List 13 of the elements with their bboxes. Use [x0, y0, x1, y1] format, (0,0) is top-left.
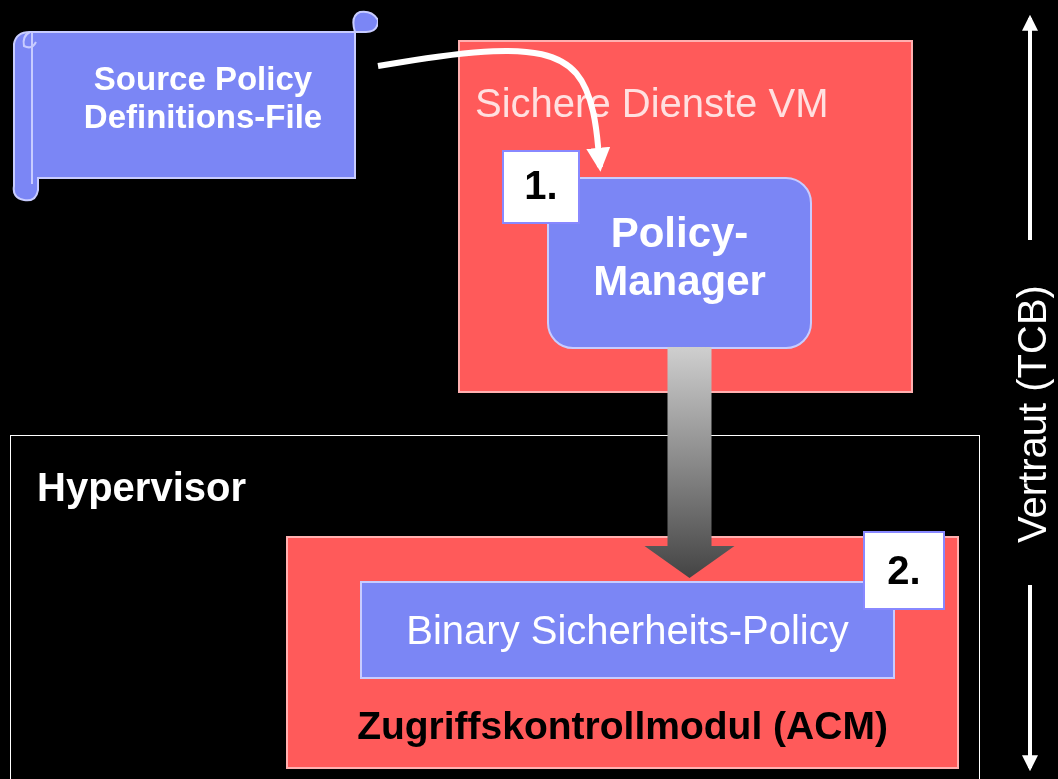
- step-number-label: 2.: [886, 547, 922, 593]
- side-label: Vertraut (TCB): [1009, 284, 1055, 545]
- step-number-label: 1.: [523, 162, 559, 208]
- node-label: Zugriffskontrollmodul (ACM): [356, 704, 889, 749]
- step-number: [863, 531, 945, 610]
- node-label: Binary Sicherheits-Policy: [405, 607, 850, 653]
- node-label: Hypervisor: [37, 464, 247, 510]
- node-label: Source Policy Definitions-File: [82, 60, 324, 136]
- vm-box: [458, 40, 913, 393]
- hypervisor-box: [10, 435, 980, 779]
- block-arrow: [644, 347, 735, 578]
- node-label: Policy-Manager: [592, 209, 767, 306]
- step-number: [502, 150, 580, 224]
